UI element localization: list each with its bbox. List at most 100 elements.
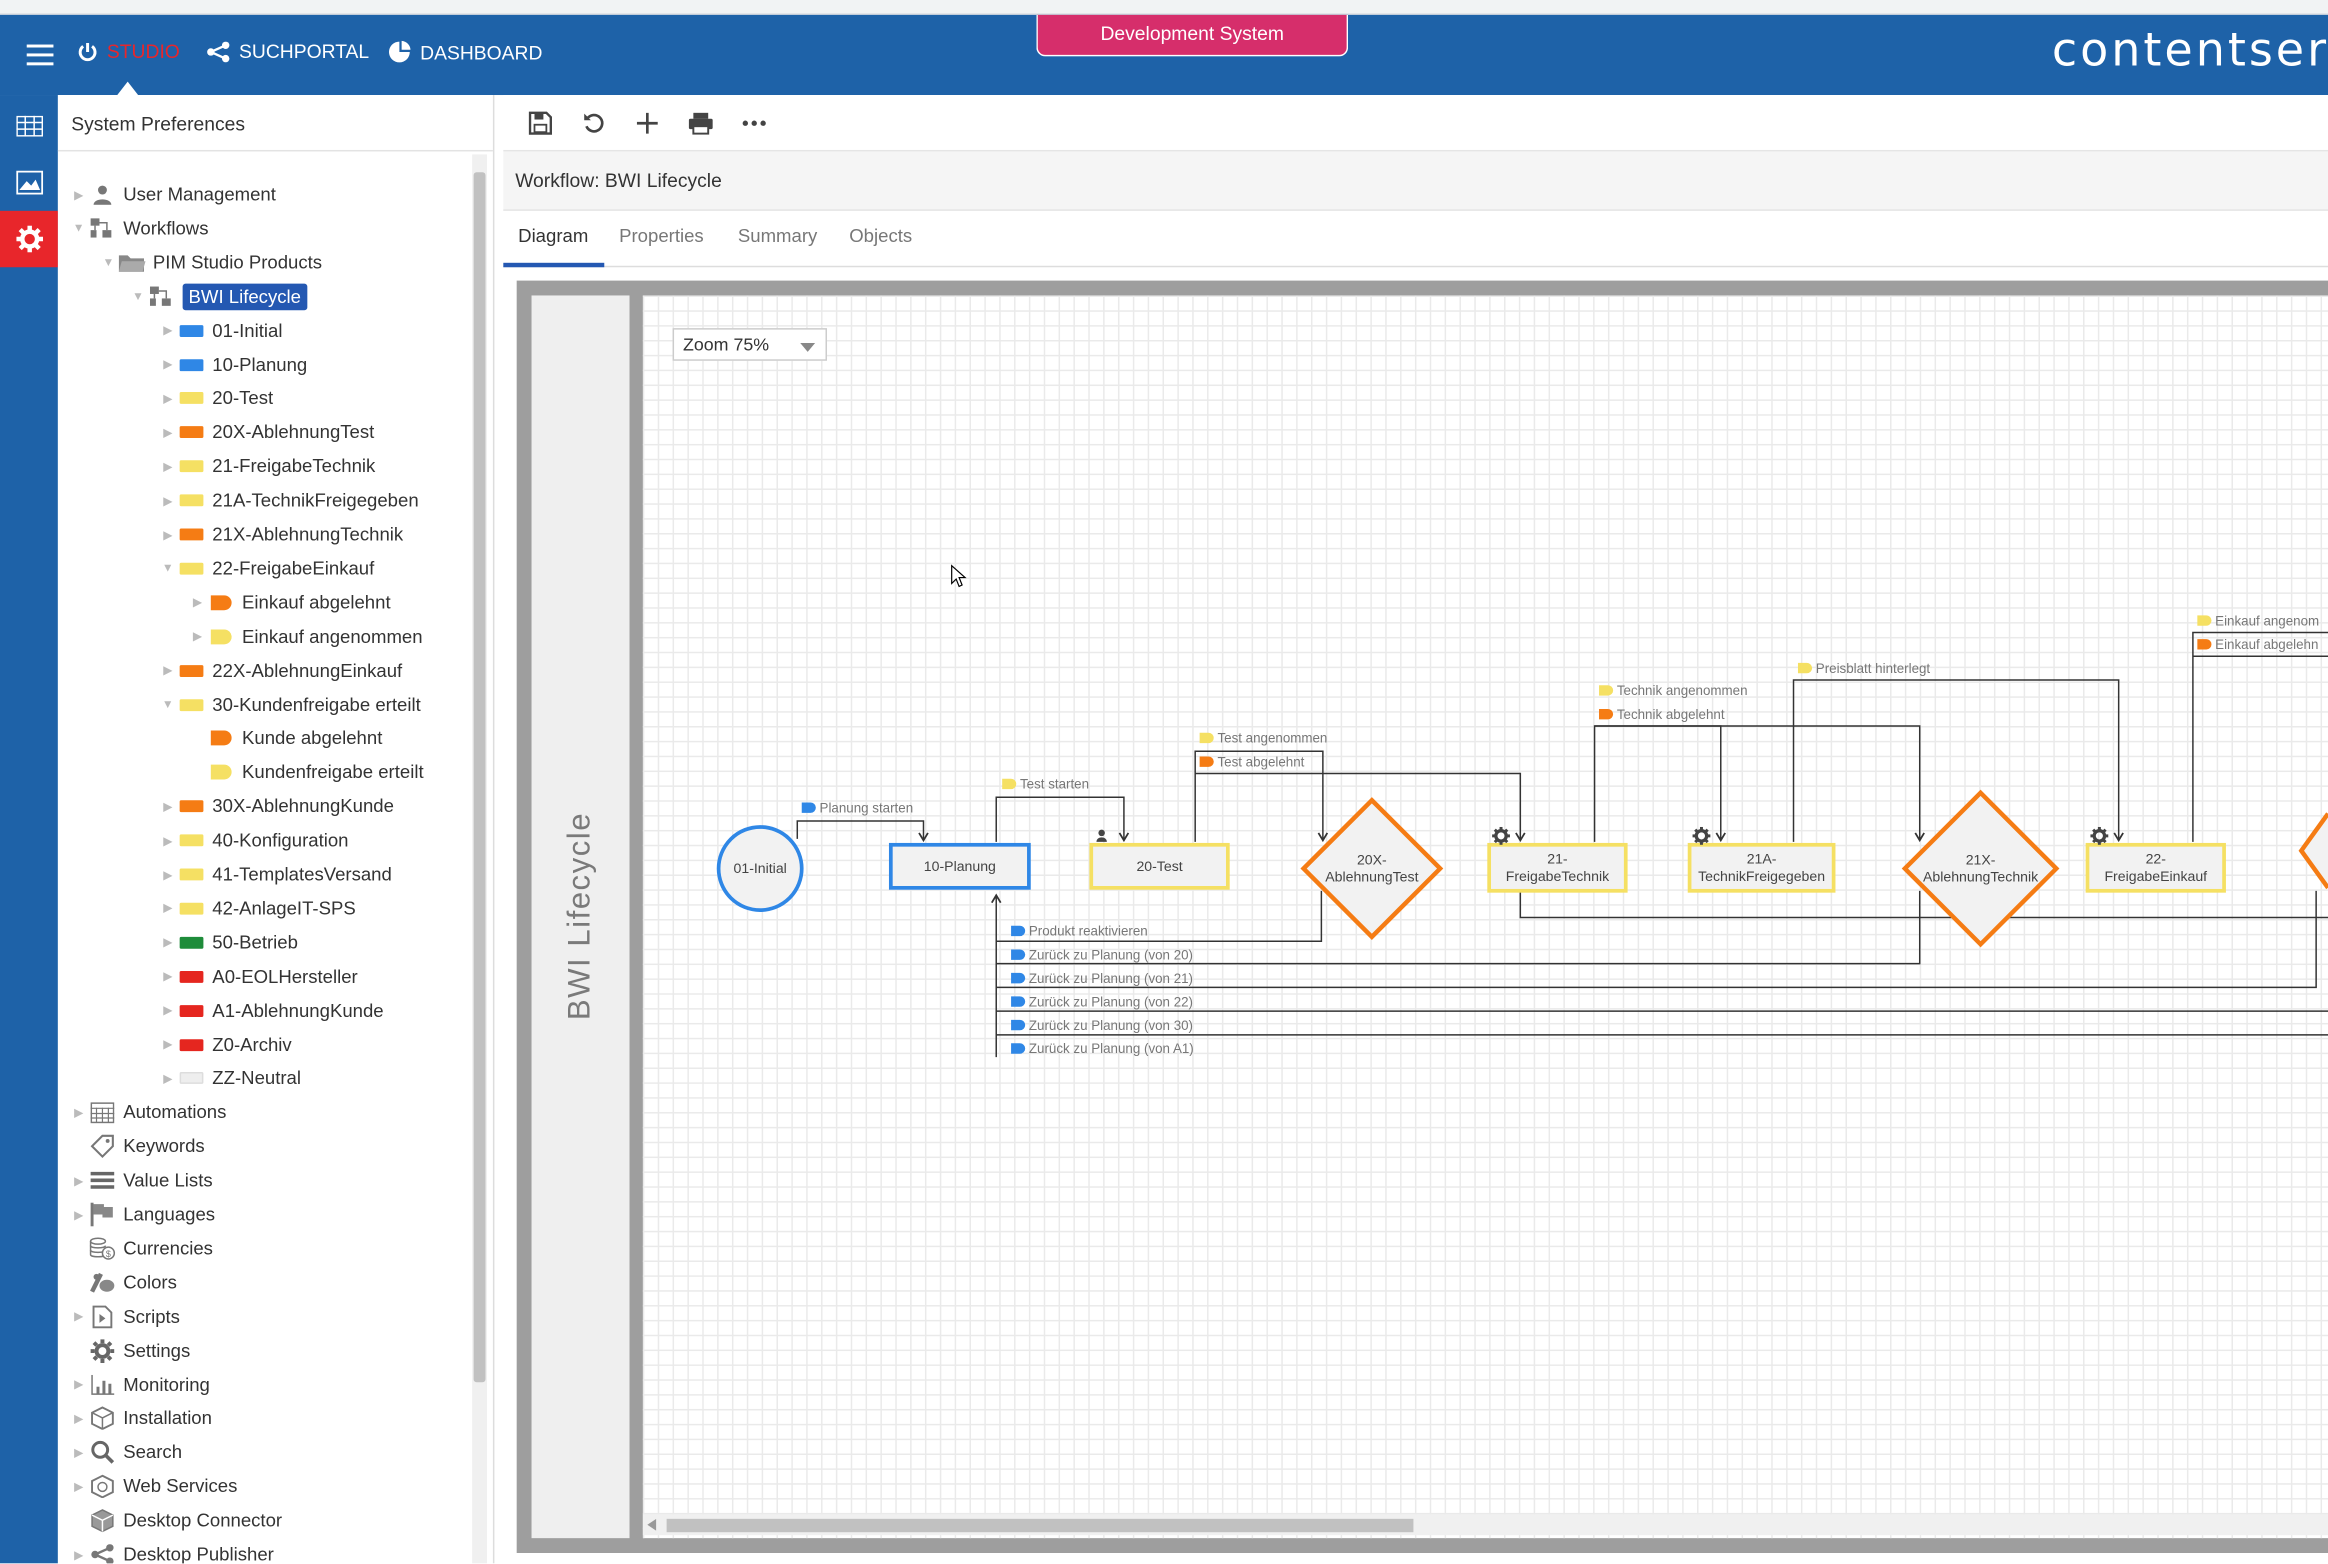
transition-label[interactable]: Planung starten	[801, 800, 913, 815]
state-node-diamond[interactable]	[1901, 789, 2060, 948]
expand-arrow-icon[interactable]: ▶	[163, 323, 173, 338]
state-node[interactable]	[1487, 842, 1628, 893]
canvas-horizontal-scrollbar[interactable]	[642, 1514, 2328, 1536]
collapse-arrow-icon[interactable]: ▼	[72, 221, 85, 236]
workflow-diagram[interactable]: Planung starten Test starten Test angenomm…	[643, 295, 2328, 1538]
diagram-canvas[interactable]: Planung starten Test starten Test angenomm…	[642, 295, 2328, 1539]
tree-item[interactable]: Settings	[70, 1334, 190, 1367]
state-node[interactable]	[1089, 842, 1230, 890]
tree-item[interactable]: ▶20X-AblehnungTest	[159, 416, 374, 449]
collapse-arrow-icon[interactable]: ▼	[132, 289, 144, 304]
expand-arrow-icon[interactable]: ▶	[74, 1445, 84, 1460]
expand-arrow-icon[interactable]: ▶	[74, 187, 84, 202]
tree-item[interactable]: ▶A1-AblehnungKunde	[159, 994, 383, 1027]
expand-arrow-icon[interactable]: ▶	[163, 969, 173, 984]
tree-item[interactable]: ▶User Management	[70, 178, 276, 211]
tree-item[interactable]: ▶21A-TechnikFreigegeben	[159, 484, 419, 517]
expand-arrow-icon[interactable]: ▶	[163, 1071, 173, 1086]
expand-arrow-icon[interactable]: ▶	[163, 1037, 173, 1052]
expand-arrow-icon[interactable]: ▶	[74, 1411, 84, 1426]
state-node-01-initial[interactable]	[716, 825, 804, 912]
expand-arrow-icon[interactable]: ▶	[74, 1105, 84, 1120]
tree-item[interactable]: ▶Search	[70, 1436, 182, 1469]
tree-item[interactable]: ▶21-FreigabeTechnik	[159, 450, 375, 483]
tree-item[interactable]: ▶21X-AblehnungTechnik	[159, 518, 403, 551]
tab-objects[interactable]: Objects	[849, 225, 913, 247]
sidebar-scrollbar[interactable]	[472, 154, 487, 1564]
expand-arrow-icon[interactable]: ▶	[163, 425, 173, 440]
refresh-button[interactable]	[578, 106, 611, 139]
tree-item[interactable]: ▶50-Betrieb	[159, 926, 298, 959]
expand-arrow-icon[interactable]: ▶	[74, 1207, 84, 1222]
expand-arrow-icon[interactable]: ▶	[192, 629, 203, 644]
tree-item[interactable]: ▼30-Kundenfreigabe erteilt	[159, 688, 421, 721]
tree-item[interactable]: ▶Desktop Publisher	[70, 1538, 274, 1564]
transition-label[interactable]: Test starten	[1002, 777, 1089, 792]
expand-arrow-icon[interactable]: ▶	[74, 1377, 84, 1392]
print-button[interactable]	[684, 106, 717, 139]
collapse-arrow-icon[interactable]: ▼	[161, 561, 174, 576]
tree-item[interactable]: $Currencies	[70, 1232, 213, 1265]
expand-arrow-icon[interactable]: ▶	[74, 1173, 84, 1188]
transition-label[interactable]: Zurück zu Planung (von A1)	[1011, 1041, 1194, 1056]
transition-label[interactable]: Preisblatt hinterlegt	[1797, 661, 1930, 676]
state-node[interactable]	[888, 842, 1031, 890]
add-button[interactable]	[631, 106, 664, 139]
nav-studio[interactable]: STUDIO	[77, 40, 180, 62]
rail-table-button[interactable]	[0, 98, 58, 154]
tree-item[interactable]: ▶20-Test	[159, 382, 273, 415]
rail-image-button[interactable]	[0, 154, 58, 210]
tree-item[interactable]: ▶Z0-Archiv	[159, 1028, 292, 1061]
expand-arrow-icon[interactable]: ▶	[163, 1003, 173, 1018]
transition-label[interactable]: Zurück zu Planung (von 22)	[1011, 994, 1193, 1009]
tree-item[interactable]: ▶41-TemplatesVersand	[159, 858, 392, 891]
tab-summary[interactable]: Summary	[737, 225, 818, 247]
expand-arrow-icon[interactable]: ▶	[74, 1479, 84, 1494]
expand-arrow-icon[interactable]: ▶	[163, 357, 173, 372]
tab-diagram[interactable]: Diagram	[518, 225, 589, 247]
transition-label[interactable]: Zurück zu Planung (von 20)	[1011, 947, 1193, 962]
tree-item[interactable]: ▶Scripts	[70, 1300, 180, 1333]
more-button[interactable]	[738, 106, 771, 139]
state-node[interactable]	[1687, 842, 1836, 893]
state-node[interactable]	[2085, 842, 2226, 893]
tree-item[interactable]: ▶01-Initial	[159, 314, 282, 347]
tree-item[interactable]: ▶Einkauf angenommen	[189, 620, 423, 653]
expand-arrow-icon[interactable]: ▶	[163, 799, 173, 814]
tree-item[interactable]: ▼Workflows	[70, 212, 208, 245]
expand-arrow-icon[interactable]: ▶	[192, 595, 203, 610]
expand-arrow-icon[interactable]: ▶	[163, 867, 173, 882]
nav-dashboard[interactable]: DASHBOARD	[388, 40, 542, 64]
transition-label[interactable]: Technik abgelehnt	[1599, 707, 1725, 722]
tree-item[interactable]: ▶Languages	[70, 1198, 215, 1231]
scroll-left-icon[interactable]	[647, 1518, 657, 1531]
tree-item[interactable]: ▶Einkauf abgelehnt	[189, 586, 391, 619]
tree-item[interactable]: Keywords	[70, 1130, 205, 1163]
transition-label[interactable]: Test abgelehnt	[1199, 754, 1305, 769]
tree-item[interactable]: ▼BWI Lifecycle	[129, 280, 307, 313]
transition-label[interactable]: Test angenommen	[1199, 731, 1328, 746]
transition-label[interactable]: Zurück zu Planung (von 21)	[1011, 971, 1193, 986]
tree-item[interactable]: ▶42-AnlageIT-SPS	[159, 892, 356, 925]
expand-arrow-icon[interactable]: ▶	[163, 663, 173, 678]
expand-arrow-icon[interactable]: ▶	[163, 459, 173, 474]
tree-item[interactable]: Desktop Connector	[70, 1504, 282, 1537]
expand-arrow-icon[interactable]: ▶	[163, 391, 173, 406]
transition-label[interactable]: Einkauf abgelehn	[2197, 637, 2318, 652]
nav-suchportal[interactable]: SUCHPORTAL	[206, 40, 369, 62]
tree-item[interactable]: ▶30X-AblehnungKunde	[159, 790, 394, 823]
state-node-diamond[interactable]	[1300, 797, 1444, 940]
tree-item[interactable]: ▶A0-EOLHersteller	[159, 960, 358, 993]
tab-properties[interactable]: Properties	[619, 225, 704, 247]
expand-arrow-icon[interactable]: ▶	[74, 1547, 84, 1562]
transition-label[interactable]: Einkauf angenom	[2197, 613, 2319, 628]
tree-item[interactable]: ▶10-Planung	[159, 348, 307, 381]
collapse-arrow-icon[interactable]: ▼	[102, 255, 115, 270]
tree-item[interactable]: ▼22-FreigabeEinkauf	[159, 552, 374, 585]
expand-arrow-icon[interactable]: ▶	[163, 935, 173, 950]
tree-item[interactable]: Colors	[70, 1266, 177, 1299]
expand-arrow-icon[interactable]: ▶	[163, 493, 173, 508]
tree-item[interactable]: ▶Value Lists	[70, 1164, 213, 1197]
expand-arrow-icon[interactable]: ▶	[74, 1309, 84, 1324]
expand-arrow-icon[interactable]: ▶	[163, 901, 173, 916]
